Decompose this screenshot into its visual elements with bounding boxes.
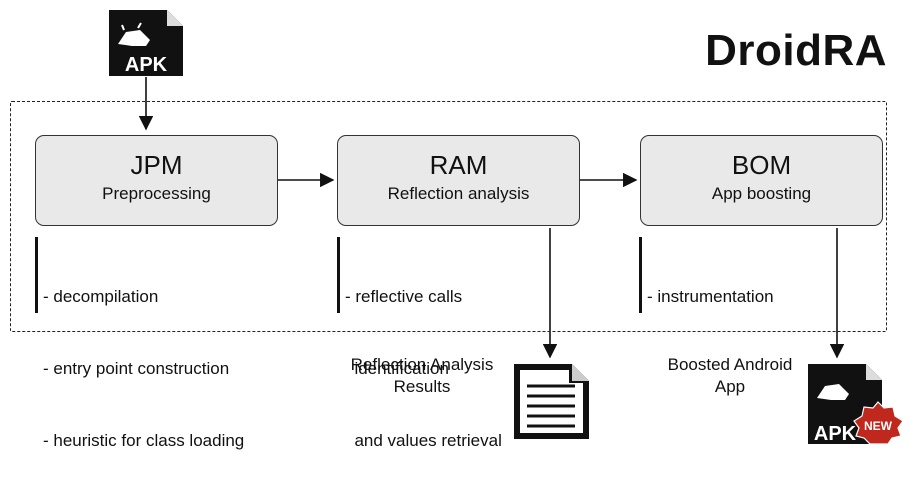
diagram-title: DroidRA	[705, 26, 887, 75]
droidra-boundary	[10, 101, 887, 332]
note-line: - instrumentation	[647, 287, 774, 306]
jpm-notes: - decompilation - entry point constructi…	[35, 237, 244, 450]
bom-notes: - instrumentation	[639, 237, 774, 313]
module-bom: BOM App boosting	[640, 135, 883, 226]
boosted-app-label: Boosted Android App	[640, 354, 820, 398]
note-line: - heuristic for class loading	[43, 431, 245, 450]
apk-input-label: APK	[125, 54, 168, 76]
note-line: - decompilation	[43, 287, 159, 306]
module-ram: RAM Reflection analysis	[337, 135, 580, 226]
module-jpm: JPM Preprocessing	[35, 135, 278, 226]
droidra-diagram: APK APK NEW Droid	[10, 10, 904, 450]
note-line: - reflective calls	[345, 287, 463, 306]
label-line: Results	[393, 377, 451, 396]
label-line: App	[714, 377, 746, 396]
module-name: RAM	[429, 150, 488, 180]
apk-input-icon: APK	[109, 10, 183, 76]
module-description: Preprocessing	[102, 184, 211, 203]
ram-notes: - reflective calls identification and va…	[337, 237, 502, 450]
new-badge-label: NEW	[864, 419, 893, 433]
module-description: Reflection analysis	[387, 184, 530, 203]
module-name: JPM	[130, 150, 183, 180]
label-line: Boosted Android	[667, 355, 793, 374]
connectors: APK APK NEW	[109, 10, 904, 444]
module-description: App boosting	[711, 184, 812, 203]
new-badge: NEW	[853, 401, 904, 444]
note-line: - entry point construction	[43, 359, 230, 378]
note-line: identification	[345, 359, 449, 378]
reflection-results-label: Reflection Analysis Results	[327, 354, 517, 398]
boosted-apk-label: APK	[814, 423, 857, 444]
module-name: BOM	[731, 150, 792, 180]
note-line: and values retrieval	[345, 431, 502, 450]
label-line: Reflection Analysis	[350, 355, 494, 374]
document-icon	[514, 364, 589, 439]
